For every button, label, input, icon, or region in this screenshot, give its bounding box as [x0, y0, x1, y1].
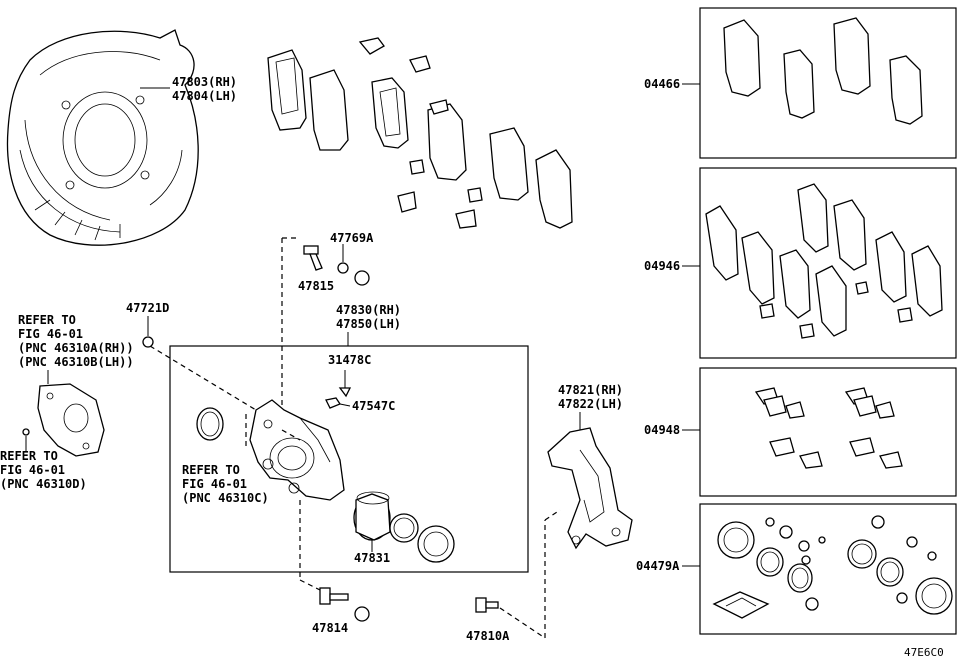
label-kit-shims: 04946 [644, 259, 680, 273]
label-plug: 31478C [328, 353, 371, 367]
mounting-bolt[interactable] [475, 597, 499, 613]
label-bolt-left: 47721D [126, 301, 169, 315]
plug[interactable] [338, 387, 352, 398]
kit-box-clips[interactable] [699, 367, 957, 497]
piston-seal[interactable] [389, 513, 419, 543]
diagram-code: 47E6C0 [904, 646, 944, 659]
label-kit-pads: 04466 [644, 77, 680, 91]
bleeder-cap-inner[interactable] [325, 397, 341, 409]
label-bleeder: 47815 [298, 279, 334, 293]
label-caliper-lh: 47850(LH) [336, 317, 401, 331]
label-kit-seals: 04479A [636, 559, 680, 573]
kit-box-pads[interactable] [699, 7, 957, 159]
bleeder-cap[interactable] [337, 262, 349, 274]
caliper-ring-seal[interactable] [196, 407, 224, 441]
label-piston: 47831 [354, 551, 390, 565]
label-caliper-rh: 47830(RH) [336, 303, 401, 317]
label-cap: 47547C [352, 399, 395, 413]
label-refer-b-1: REFER TO [0, 449, 58, 463]
label-refer-c-3: (PNC 46310C) [182, 491, 269, 505]
bleeder-screw[interactable] [303, 245, 323, 271]
dust-shield[interactable] [6, 29, 199, 246]
kit-box-seals[interactable] [699, 503, 957, 635]
label-refer-c-2: FIG 46-01 [182, 477, 247, 491]
caliper-body[interactable] [249, 399, 345, 501]
label-kit-clips: 04948 [644, 423, 680, 437]
kit-pads-parts [723, 17, 923, 125]
label-pin-bolt: 47814 [312, 621, 348, 635]
bleeder-nut[interactable] [354, 270, 370, 286]
kit-box-shims[interactable] [699, 167, 957, 359]
piston-boot[interactable] [417, 525, 455, 563]
label-shield-rh: 47803(RH) [172, 75, 237, 89]
kit-shims-parts [705, 183, 943, 339]
caliper-assembly-box[interactable] [169, 345, 529, 573]
label-refer-a-4: (PNC 46310B(LH)) [18, 355, 134, 369]
label-refer-b-3: (PNC 46310D) [0, 477, 87, 491]
label-mount-bolt: 47810A [466, 629, 510, 643]
label-mount-lh: 47822(LH) [558, 397, 623, 411]
piston[interactable] [353, 491, 391, 541]
label-mount-rh: 47821(RH) [558, 383, 623, 397]
reference-small-bolt[interactable] [22, 428, 30, 436]
label-bleeder-cap: 47769A [330, 231, 374, 245]
kit-clips-parts [754, 387, 903, 469]
pin-bolt-nut[interactable] [354, 606, 370, 622]
mounting-bracket[interactable] [547, 427, 633, 550]
loose-pads-and-shims[interactable] [267, 37, 573, 229]
label-refer-a-1: REFER TO [18, 313, 76, 327]
left-bolt[interactable] [142, 336, 154, 348]
label-refer-a-3: (PNC 46310A(RH)) [18, 341, 134, 355]
reference-caliper[interactable] [37, 383, 105, 457]
kit-seals-parts [712, 515, 953, 619]
pin-bolt[interactable] [319, 587, 349, 605]
label-refer-c-1: REFER TO [182, 463, 240, 477]
label-shield-lh: 47804(LH) [172, 89, 237, 103]
label-refer-b-2: FIG 46-01 [0, 463, 65, 477]
label-refer-a-2: FIG 46-01 [18, 327, 83, 341]
